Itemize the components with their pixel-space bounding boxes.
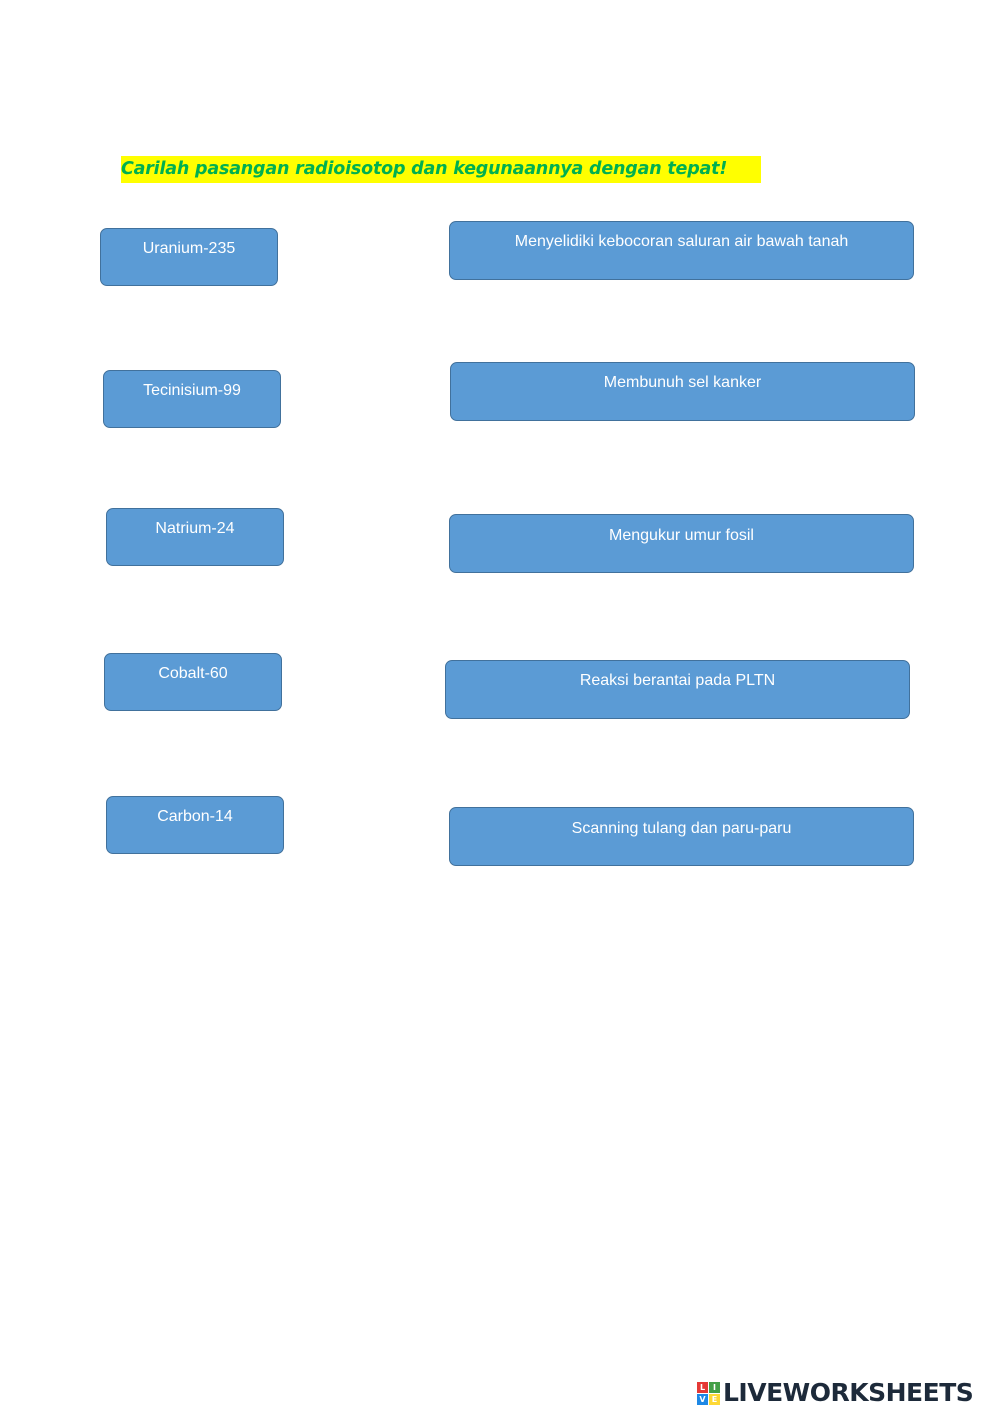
use-box-chain-reaction[interactable]: Reaksi berantai pada PLTN <box>445 660 910 719</box>
isotope-box-uranium[interactable]: Uranium-235 <box>100 228 278 286</box>
isotope-box-carbon[interactable]: Carbon-14 <box>106 796 284 854</box>
isotope-box-technetium[interactable]: Tecinisium-99 <box>103 370 281 428</box>
logo-icon-tile: E <box>709 1393 720 1405</box>
logo-icon-tile: V <box>697 1393 708 1405</box>
instruction-title: Carilah pasangan radioisotop dan kegunaa… <box>121 156 761 183</box>
logo-text: LIVEWORKSHEETS <box>723 1378 974 1407</box>
use-box-leak-detection[interactable]: Menyelidiki kebocoran saluran air bawah … <box>449 221 914 280</box>
use-box-kill-cancer[interactable]: Membunuh sel kanker <box>450 362 915 421</box>
isotope-box-cobalt[interactable]: Cobalt-60 <box>104 653 282 711</box>
logo-icon-tile: I <box>709 1381 720 1393</box>
logo-icon-tile: L <box>697 1381 708 1393</box>
use-box-fossil-age[interactable]: Mengukur umur fosil <box>449 514 914 573</box>
logo-icon: L I V E <box>697 1381 720 1405</box>
isotope-box-natrium[interactable]: Natrium-24 <box>106 508 284 566</box>
liveworksheets-logo: L I V E LIVEWORKSHEETS <box>697 1378 974 1408</box>
use-box-scanning[interactable]: Scanning tulang dan paru-paru <box>449 807 914 866</box>
